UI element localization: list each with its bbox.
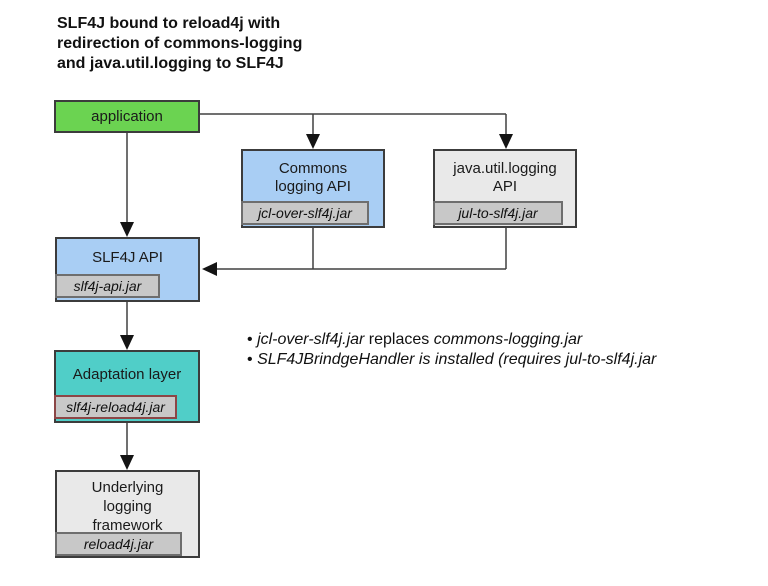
node-java-util-logging-api: java.util.logging API jul-to-slf4j.jar (433, 149, 577, 228)
arrow-slf4j-to-adaptation (120, 302, 134, 350)
jar-label-slf4j-api: slf4j-api.jar (55, 274, 160, 298)
arrow-to-commons-logging-api (306, 114, 320, 149)
node-slf4j-api: SLF4J API slf4j-api.jar (55, 237, 200, 302)
arrow-to-java-util-logging-api (499, 114, 513, 149)
node-adaptation-layer-label: Adaptation layer (72, 366, 182, 383)
jar-label-jcl-over-slf4j: jcl-over-slf4j.jar (241, 201, 369, 225)
node-application: application (54, 100, 200, 133)
note-bridge-handler-text: SLF4JBrindgeHandler is installed (requir… (257, 351, 657, 368)
note-replaces-text: replaces (364, 331, 434, 348)
node-adaptation-layer: Adaptation layer slf4j-reload4j.jar (54, 350, 200, 423)
arrow-application-to-slf4j-api (120, 133, 134, 237)
node-underlying-logging-framework: Underlying logging framework reload4j.ja… (55, 470, 200, 558)
note-jcl-jar-text: jcl-over-slf4j.jar (257, 331, 365, 348)
bullet-icon: • (247, 351, 253, 368)
bullet-icon: • (247, 331, 253, 348)
note-jcl-replaces: • jcl-over-slf4j.jar replaces commons-lo… (247, 330, 768, 350)
diagram-title: SLF4J bound to reload4j with redirection… (57, 15, 303, 72)
node-commons-logging-api: Commons logging API jcl-over-slf4j.jar (241, 149, 385, 228)
node-underlying-logging-framework-label: Underlying logging framework (91, 479, 164, 534)
jar-label-jul-to-slf4j: jul-to-slf4j.jar (433, 201, 563, 225)
node-commons-logging-api-label: Commons logging API (275, 160, 351, 195)
arrow-apis-to-slf4j-api (202, 228, 507, 276)
node-application-label: application (91, 107, 163, 125)
node-java-util-logging-api-label: java.util.logging API (453, 160, 557, 195)
arrow-adaptation-to-underlying (120, 423, 134, 470)
note-commons-logging-jar-text: commons-logging.jar (433, 331, 583, 348)
notes-block: • jcl-over-slf4j.jar replaces commons-lo… (247, 330, 768, 370)
jar-label-slf4j-reload4j: slf4j-reload4j.jar (54, 395, 177, 419)
jar-label-reload4j: reload4j.jar (55, 532, 182, 556)
node-slf4j-api-label: SLF4J API (92, 249, 163, 266)
note-bridge-handler: • SLF4JBrindgeHandler is installed (requ… (247, 350, 768, 370)
